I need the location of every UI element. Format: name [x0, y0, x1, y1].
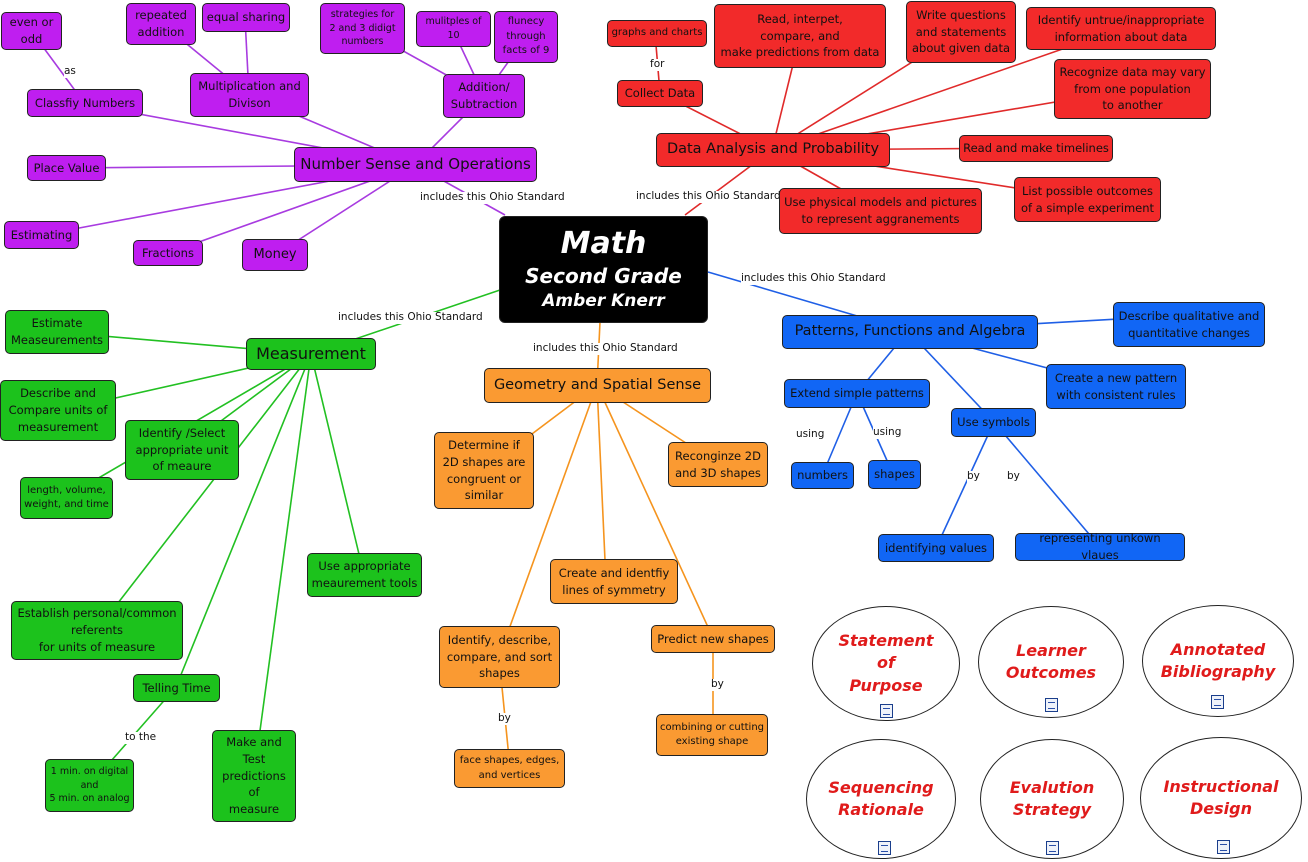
statement-of-purpose-label: Statement of Purpose: [838, 630, 934, 695]
equal-sharing-node[interactable]: equal sharing: [202, 3, 290, 32]
test-predictions-node[interactable]: Make and Test predictions of measure: [212, 730, 296, 822]
physical-models-node[interactable]: Use physical models and pictures to repr…: [779, 188, 982, 234]
by-label-1: by: [967, 470, 980, 483]
identify-select-unit-node[interactable]: Identify /Select appropriate unit of mea…: [125, 420, 239, 480]
multiplication-division-node[interactable]: Multiplication and Divison: [190, 73, 309, 117]
number-sense-node[interactable]: Number Sense and Operations: [294, 147, 537, 182]
annotated-bibliography-link[interactable]: Annotated Bibliography: [1142, 605, 1294, 717]
document-icon[interactable]: [1211, 695, 1224, 709]
qualitative-changes-node[interactable]: Describe qualitative and quantitative ch…: [1113, 302, 1265, 347]
estimating-node[interactable]: Estimating: [4, 221, 79, 249]
measurement-node[interactable]: Measurement: [246, 338, 376, 370]
using-label-2: using: [873, 426, 902, 439]
link-label-data-analysis: includes this Ohio Standard: [636, 190, 781, 203]
repeated-addition-node[interactable]: repeated addition: [126, 3, 196, 45]
telling-time-node[interactable]: Telling Time: [133, 674, 220, 702]
link-label-patterns: includes this Ohio Standard: [741, 272, 886, 285]
link-label-number-sense: includes this Ohio Standard: [420, 191, 565, 204]
identifying-values-node[interactable]: identifying values: [878, 534, 994, 562]
by-label-4: by: [711, 678, 724, 691]
patterns-node[interactable]: Patterns, Functions and Algebra: [782, 315, 1038, 349]
write-questions-node[interactable]: Write questions and statements about giv…: [906, 1, 1016, 63]
addition-subtraction-node[interactable]: Addition/ Subtraction: [443, 74, 525, 118]
document-icon[interactable]: [1217, 840, 1230, 854]
data-analysis-node[interactable]: Data Analysis and Probability: [656, 133, 890, 167]
learner-outcomes-link[interactable]: Learner Outcomes: [978, 606, 1124, 718]
annotated-bibliography-label: Annotated Bibliography: [1160, 639, 1276, 681]
referents-node[interactable]: Establish personal/common referents for …: [11, 601, 183, 660]
shapes-node[interactable]: shapes: [868, 460, 921, 489]
link-label-measurement: includes this Ohio Standard: [338, 311, 483, 324]
evaluation-strategy-label: Evalution Strategy: [1009, 777, 1095, 819]
document-icon[interactable]: [878, 841, 891, 855]
center-author: Amber Knerr: [542, 291, 665, 312]
extend-patterns-node[interactable]: Extend simple patterns: [784, 379, 930, 408]
evaluation-strategy-link[interactable]: Evalution Strategy: [980, 739, 1124, 859]
predict-shapes-node[interactable]: Predict new shapes: [651, 625, 775, 653]
money-node[interactable]: Money: [242, 239, 308, 271]
untrue-information-node[interactable]: Identify untrue/inappropriate informatio…: [1026, 7, 1216, 50]
describe-compare-units-node[interactable]: Describe and Compare units of measuremen…: [0, 380, 116, 441]
fractions-node[interactable]: Fractions: [133, 240, 203, 266]
minutes-node[interactable]: 1 min. on digital and 5 min. on analog: [45, 759, 134, 812]
graphs-charts-node[interactable]: graphs and charts: [607, 20, 707, 47]
center-title: Math: [560, 226, 647, 262]
to-the-label: to the: [125, 731, 157, 744]
by-label-2: by: [1007, 470, 1020, 483]
multiples-of-10-node[interactable]: mulitples of 10: [416, 11, 491, 47]
timelines-node[interactable]: Read and make timelines: [959, 135, 1113, 162]
as-label: as: [64, 65, 76, 78]
sequencing-rationale-link[interactable]: Sequencing Rationale: [806, 739, 956, 859]
faces-edges-node[interactable]: face shapes, edges, and vertices: [454, 749, 565, 788]
sequencing-rationale-label: Sequencing Rationale: [828, 777, 934, 819]
classify-numbers-node[interactable]: Classfiy Numbers: [27, 89, 143, 117]
document-icon[interactable]: [1046, 841, 1059, 855]
symmetry-node[interactable]: Create and identfiy lines of symmetry: [550, 559, 678, 604]
instructional-design-label: Instructional Design: [1163, 776, 1279, 818]
read-interpret-node[interactable]: Read, interpet, compare, and make predic…: [714, 4, 886, 68]
place-value-node[interactable]: Place Value: [27, 155, 106, 181]
using-label-1: using: [796, 428, 825, 441]
geometry-node[interactable]: Geometry and Spatial Sense: [484, 368, 711, 403]
number-sense-links: [31, 17, 527, 256]
congruent-node[interactable]: Determine if 2D shapes are congruent or …: [434, 432, 534, 509]
combining-shapes-node[interactable]: combining or cutting existing shape: [656, 714, 768, 756]
even-odd-node[interactable]: even or odd: [1, 12, 62, 50]
possible-outcomes-node[interactable]: List possible outcomes of a simple exper…: [1014, 177, 1161, 222]
learner-outcomes-label: Learner Outcomes: [1005, 640, 1097, 682]
length-volume-node[interactable]: length, volume, weight, and time: [20, 477, 113, 519]
fluency-node[interactable]: flunecy through facts of 9: [494, 11, 558, 63]
recognize-shapes-node[interactable]: Reconginze 2D and 3D shapes: [668, 442, 768, 487]
link-label-geometry: includes this Ohio Standard: [533, 342, 678, 355]
document-icon[interactable]: [1045, 698, 1058, 712]
center-topic[interactable]: Math Second Grade Amber Knerr: [499, 216, 708, 323]
use-symbols-node[interactable]: Use symbols: [951, 408, 1036, 437]
numbers-node[interactable]: numbers: [791, 462, 854, 489]
collect-data-node[interactable]: Collect Data: [617, 80, 703, 107]
document-icon[interactable]: [880, 704, 893, 718]
estimate-measurements-node[interactable]: Estimate Measeurements: [5, 310, 109, 354]
statement-of-purpose-link[interactable]: Statement of Purpose: [812, 606, 960, 721]
by-label-3: by: [498, 712, 511, 725]
data-vary-node[interactable]: Recognize data may vary from one populat…: [1054, 59, 1211, 119]
sort-shapes-node[interactable]: Identify, describe, compare, and sort sh…: [439, 626, 560, 688]
create-pattern-node[interactable]: Create a new pattern with consistent rul…: [1046, 364, 1186, 409]
instructional-design-link[interactable]: Instructional Design: [1140, 737, 1302, 859]
representing-values-node[interactable]: representing unkown vlaues: [1015, 531, 1185, 562]
center-subtitle: Second Grade: [525, 264, 682, 289]
measurement-tools-node[interactable]: Use appropriate meaurement tools: [307, 553, 422, 597]
for-label: for: [650, 58, 665, 71]
strategies-node[interactable]: strategies for 2 and 3 didigt numbers: [320, 3, 405, 54]
